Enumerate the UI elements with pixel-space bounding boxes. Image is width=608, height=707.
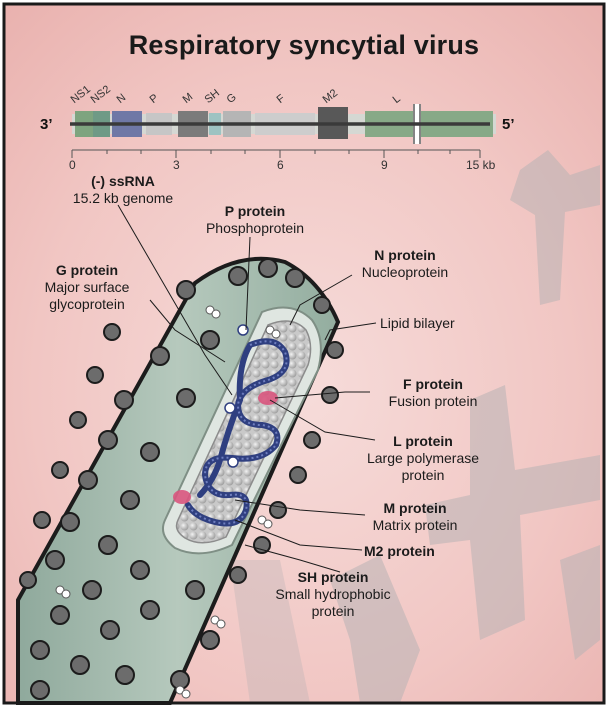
label-n-protein: N protein Nucleoprotein bbox=[345, 247, 465, 281]
label-sh-protein: SH protein Small hydrophobic protein bbox=[268, 569, 398, 620]
label-p-protein-title: P protein bbox=[195, 203, 315, 220]
scale-tick-3: 3 bbox=[173, 158, 180, 172]
label-ssrna-title: (-) ssRNA bbox=[58, 173, 188, 190]
label-n-protein-title: N protein bbox=[345, 247, 465, 264]
label-n-protein-desc: Nucleoprotein bbox=[345, 264, 465, 281]
label-lipid-bilayer: Lipid bilayer bbox=[380, 315, 455, 332]
label-l-protein-title: L protein bbox=[358, 433, 488, 450]
label-l-protein: L protein Large polymerase protein bbox=[358, 433, 488, 484]
genome-end-3: 3’ bbox=[40, 116, 53, 133]
label-lipid-bilayer-title: Lipid bilayer bbox=[380, 315, 455, 332]
label-g-protein-desc1: Major surface bbox=[22, 279, 152, 296]
label-m2-protein-title: M2 protein bbox=[364, 543, 435, 560]
label-g-protein: G protein Major surface glycoprotein bbox=[22, 262, 152, 313]
label-g-protein-title: G protein bbox=[22, 262, 152, 279]
label-l-protein-desc1: Large polymerase bbox=[358, 450, 488, 467]
label-m-protein-title: M protein bbox=[355, 500, 475, 517]
scale-tick-15kb: 15 kb bbox=[466, 158, 495, 172]
diagram-title: Respiratory syncytial virus bbox=[0, 30, 608, 61]
label-f-protein-desc: Fusion protein bbox=[373, 393, 493, 410]
genome-end-5: 5’ bbox=[502, 116, 515, 133]
scale-tick-6: 6 bbox=[277, 158, 284, 172]
scale-tick-0: 0 bbox=[69, 158, 76, 172]
label-f-protein-title: F protein bbox=[373, 376, 493, 393]
label-f-protein: F protein Fusion protein bbox=[373, 376, 493, 410]
label-p-protein: P protein Phosphoprotein bbox=[195, 203, 315, 237]
label-g-protein-desc2: glycoprotein bbox=[22, 296, 152, 313]
l-polymerase-2 bbox=[173, 490, 191, 504]
label-sh-protein-desc1: Small hydrophobic bbox=[268, 586, 398, 603]
label-l-protein-desc2: protein bbox=[358, 467, 488, 484]
label-ssrna: (-) ssRNA 15.2 kb genome bbox=[58, 173, 188, 207]
label-sh-protein-desc2: protein bbox=[268, 603, 398, 620]
label-m-protein-desc: Matrix protein bbox=[355, 517, 475, 534]
label-p-protein-desc: Phosphoprotein bbox=[195, 220, 315, 237]
label-ssrna-desc: 15.2 kb genome bbox=[58, 190, 188, 207]
label-sh-protein-title: SH protein bbox=[268, 569, 398, 586]
scale-tick-9: 9 bbox=[381, 158, 388, 172]
label-m-protein: M protein Matrix protein bbox=[355, 500, 475, 534]
label-m2-protein: M2 protein bbox=[364, 543, 435, 560]
